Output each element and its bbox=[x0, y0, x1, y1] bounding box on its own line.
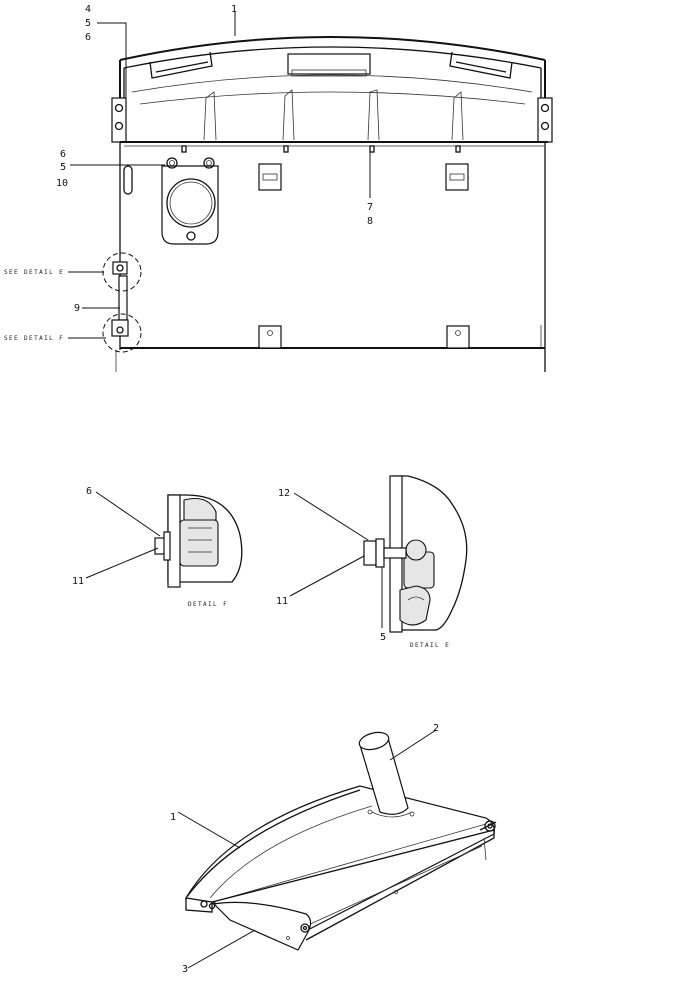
see-detail-e-label: SEE DETAIL E bbox=[4, 269, 64, 276]
iso-callout-1: 1 bbox=[170, 812, 176, 823]
rib bbox=[203, 91, 217, 141]
strut-bottom-mount bbox=[111, 319, 129, 337]
strut-top-mount bbox=[112, 261, 128, 275]
detail-f: 6 11 DETAIL F bbox=[72, 486, 243, 608]
callout-1-top: 1 bbox=[231, 4, 237, 15]
callout-7: 7 bbox=[367, 202, 373, 213]
detail-e-washer bbox=[375, 538, 385, 568]
sight-glass-plate bbox=[161, 165, 219, 245]
bolt bbox=[114, 103, 124, 113]
bolt bbox=[114, 121, 124, 131]
detail-f-label: DETAIL F bbox=[188, 601, 228, 608]
iso-tube bbox=[359, 737, 409, 815]
detail-e-label: DETAIL E bbox=[410, 642, 450, 649]
rib bbox=[282, 89, 295, 141]
callout-6-top: 6 bbox=[85, 32, 91, 43]
iso-view: 2 1 3 bbox=[170, 723, 497, 975]
detail-f-callout-6: 6 bbox=[86, 486, 92, 497]
latch-tab bbox=[445, 163, 469, 191]
bolt bbox=[540, 121, 550, 131]
detail-e-bolt-head bbox=[363, 540, 377, 566]
callout-8: 8 bbox=[367, 216, 373, 227]
sight-glass bbox=[166, 178, 216, 228]
bottom-tab bbox=[258, 325, 282, 349]
center-hinge-block bbox=[287, 53, 371, 75]
cover-top-edge bbox=[119, 36, 546, 61]
detail-f-callout-11: 11 bbox=[72, 576, 84, 587]
rib bbox=[451, 91, 464, 141]
bolt bbox=[540, 103, 550, 113]
detail-e-callout-12: 12 bbox=[278, 488, 290, 499]
detail-e: 12 11 5 DETAIL E bbox=[276, 475, 468, 649]
iso-tube-opening bbox=[358, 731, 390, 751]
left-handle-recess bbox=[149, 51, 213, 79]
rib bbox=[367, 89, 380, 141]
detail-e-callout-5: 5 bbox=[380, 632, 386, 643]
callout-4: 4 bbox=[85, 4, 91, 15]
detail-f-mount bbox=[179, 519, 219, 567]
callout-5-plate: 5 bbox=[60, 162, 66, 173]
bolt bbox=[166, 157, 178, 169]
callout-6-plate: 6 bbox=[60, 149, 66, 160]
gas-strut bbox=[118, 275, 128, 321]
slot bbox=[123, 165, 133, 195]
see-detail-f-label: SEE DETAIL F bbox=[4, 335, 64, 342]
detail-e-breakout bbox=[392, 475, 468, 631]
detail-e-callout-11: 11 bbox=[276, 596, 288, 607]
callout-9: 9 bbox=[74, 303, 80, 314]
callout-5-top: 5 bbox=[85, 18, 91, 29]
right-handle-recess bbox=[449, 51, 513, 79]
bottom-tab bbox=[446, 325, 470, 349]
detail-f-breakout bbox=[167, 494, 243, 583]
plate-screw bbox=[186, 231, 196, 241]
top-view: 1 4 5 6 6 5 10 7 8 9 SEE DETAIL E SEE DE… bbox=[4, 4, 553, 372]
iso-callout-3: 3 bbox=[182, 964, 188, 975]
bolt bbox=[203, 157, 215, 169]
iso-callout-2: 2 bbox=[433, 723, 439, 734]
detail-f-circle bbox=[102, 313, 142, 353]
latch-tab bbox=[258, 163, 282, 191]
callout-10: 10 bbox=[56, 178, 68, 189]
